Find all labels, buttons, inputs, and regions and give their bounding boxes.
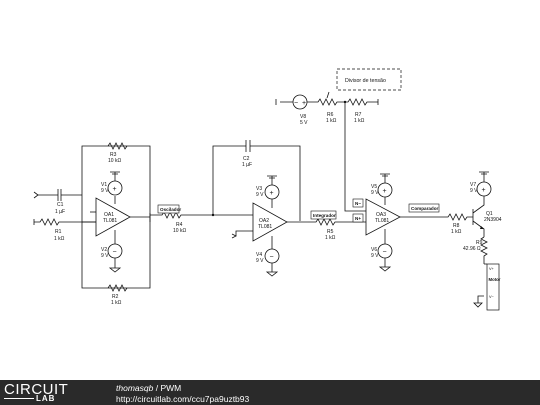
v8-value: 5 V [300,120,308,126]
circuit-url-link[interactable]: http://circuitlab.com/ccu7pa9uztb93 [116,394,250,404]
r4-value: 10 kΩ [173,228,186,234]
v3-label: V3 [256,186,262,192]
r1-value: 1 kΩ [54,236,65,242]
v1-value: 9 V [101,188,109,194]
oa3-label: OA3 [376,212,386,218]
r5-label: R5 [327,229,334,235]
r8-value: 1 kΩ [451,229,462,235]
svg-text:+: + [383,188,387,195]
motor-pin-plus: V+ [489,267,495,271]
oa2-label: OA2 [259,218,269,224]
r6-label: R6 [327,112,334,118]
logo-sub-text: LAB [36,394,56,403]
title-separator: / [153,383,161,393]
oa1-label: OA1 [104,212,114,218]
footer-bar: CIRCUIT LAB thomasqb / PWM http://circui… [0,380,540,405]
r1-label: R1 [55,229,62,235]
oa2-opamp[interactable] [252,202,288,242]
r5-value: 1 kΩ [325,235,336,241]
v2-value: 9 V [101,253,109,259]
q1-label: Q1 [486,211,493,217]
r2-value: 1 kΩ [111,300,122,306]
c1-label: C1 [57,202,64,208]
oa2-part: TL081 [258,224,272,230]
motor-block[interactable] [486,263,500,311]
circuitlab-logo[interactable]: CIRCUIT LAB [4,382,96,403]
logo-trace [4,398,34,399]
divider-label: Divisor de tensão [345,78,386,84]
r7-value: 1 kΩ [354,118,365,124]
oa2-stage: + − C2 1 µF V3 9 V V4 9 V OA2 TL081 [212,140,308,277]
v5-label: V5 [371,184,377,190]
r9-resistor[interactable] [480,236,488,264]
v8-label: V8 [300,114,306,120]
r7-label: R7 [355,112,362,118]
svg-text:+: + [482,187,486,194]
r6-value: 1 kΩ [326,118,337,124]
r3-value: 10 kΩ [108,158,121,164]
divider-box [336,68,402,91]
v2-label: V2 [101,247,107,253]
r3-resistor[interactable] [107,142,128,150]
c2-value: 1 µF [242,162,252,168]
oa3-part: TL081 [375,218,389,224]
circuit-title: thomasqb / PWM [116,383,181,393]
r2-label: R2 [112,294,119,300]
logo-main-text: CIRCUIT [4,381,69,398]
v7-label: V7 [470,182,476,188]
oa1-part: TL081 [103,218,117,224]
integrador-net: Integrador R5 1 kΩ [308,210,366,241]
n-minus-label: N− [355,201,361,206]
v3-value: 9 V [256,192,264,198]
c2-label: C2 [243,156,250,162]
c1-capacitor[interactable] [58,188,61,202]
q1-part: 2N3904 [484,217,502,223]
oa1-stage: + − C1 1 µF R1 1 kΩ R3 10 kΩ R2 1 kΩ V1 … [33,142,151,306]
oa1-opamp[interactable] [95,197,131,237]
v6-value: 9 V [371,253,379,259]
svg-text:+: + [302,100,306,107]
svg-text:−: − [113,249,117,256]
author-link[interactable]: thomasqb [116,383,154,393]
c1-value: 1 µF [55,209,65,215]
svg-text:+: + [113,186,117,193]
r2-resistor[interactable] [107,284,128,292]
oscilador-label: Oscilador [160,207,181,212]
svg-text:−: − [383,249,387,256]
circuit-name: PWM [160,383,182,393]
v4-label: V4 [256,252,262,258]
driver-stage: + V+ Motor V− Q1 2N3904 V7 9 V R9 42.96 … [463,171,502,311]
oa3-opamp[interactable] [365,198,401,236]
r4-label: R4 [176,222,183,228]
r3-label: R3 [110,152,117,158]
v6-label: V6 [371,247,377,253]
oscilador-net: Oscilador R4 10 kΩ [150,204,253,234]
svg-text:−: − [270,254,274,261]
motor-label: Motor [489,277,501,282]
voltage-divider: Divisor de tensão − + V8 5 V R6 1 kΩ R7 … [275,68,402,212]
v5-value: 9 V [371,190,379,196]
integrador-label: Integrador [313,213,336,218]
oa3-stage: N− N+ + − V5 9 V V6 9 V OA3 TL081 [352,173,401,272]
c2-capacitor[interactable] [245,140,251,152]
r8-label: R8 [453,223,460,229]
v1-label: V1 [101,182,107,188]
n-plus-label: N+ [355,216,361,221]
v7-value: 9 V [470,188,478,194]
svg-text:+: + [270,190,274,197]
v4-value: 9 V [256,258,264,264]
r9-value: 42.96 Ω [463,246,481,252]
comparador-label: Comparador [411,206,439,211]
svg-text:−: − [294,100,298,107]
r9-label: R9 [476,240,483,246]
comparador-net: Comparador R8 1 kΩ [400,203,473,235]
motor-pin-minus: V− [489,295,495,299]
